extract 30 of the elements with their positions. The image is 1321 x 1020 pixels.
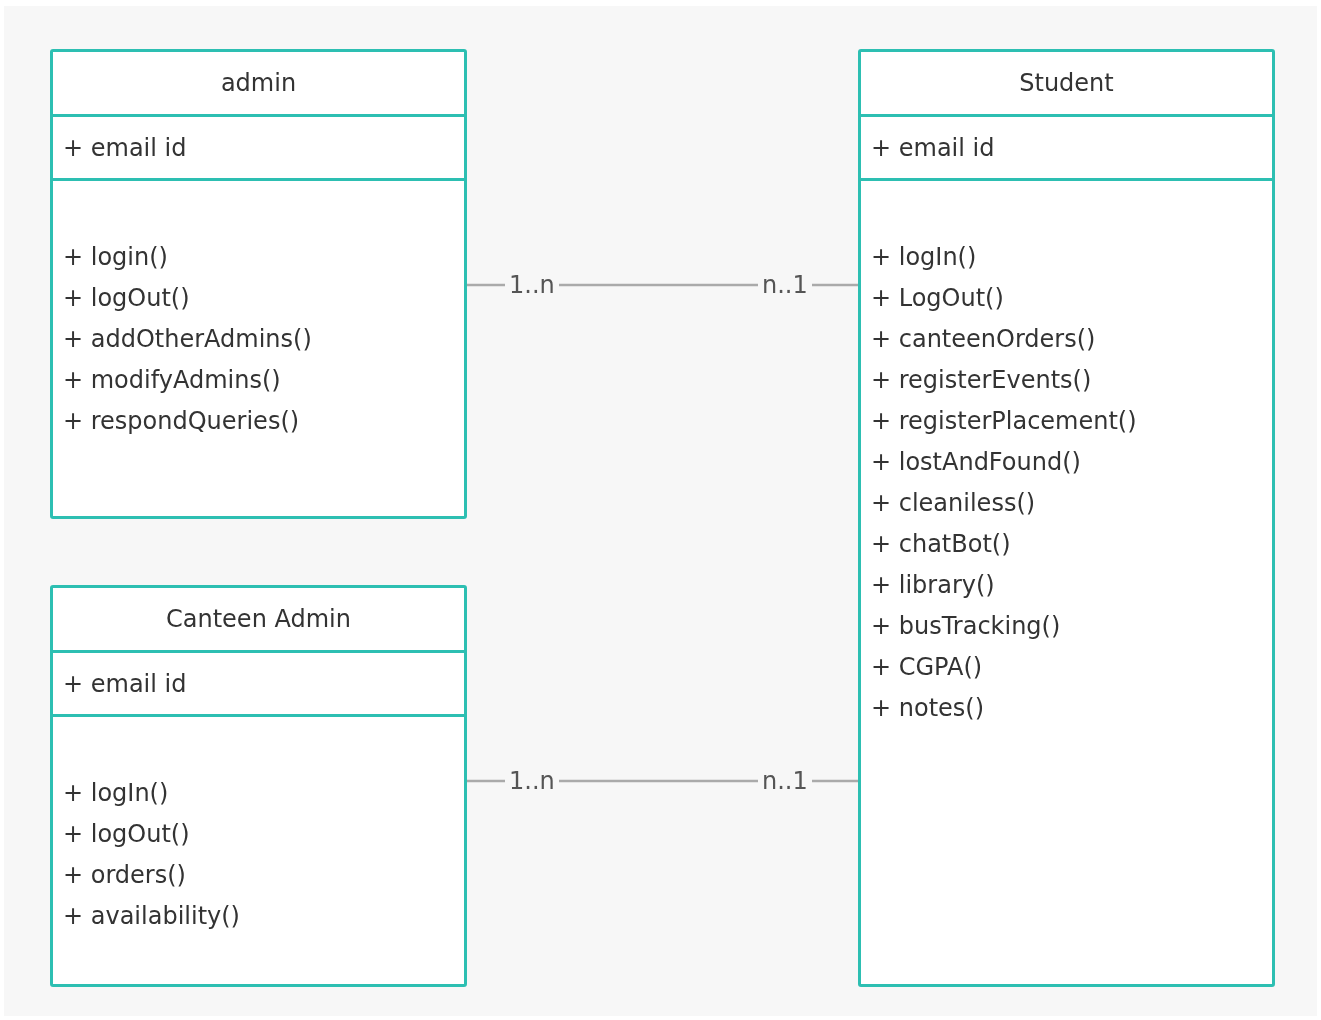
method-text: + respondQueries() bbox=[63, 406, 300, 437]
method-text: + canteenOrders() bbox=[871, 324, 1096, 355]
method-text: + busTracking() bbox=[871, 611, 1061, 642]
method-text: + orders() bbox=[63, 860, 186, 891]
class-box bbox=[50, 585, 467, 987]
class-name: admin bbox=[220, 68, 297, 98]
attribute-text: + email id bbox=[63, 668, 187, 699]
method-text: + LogOut() bbox=[871, 283, 1004, 314]
method-text: + registerEvents() bbox=[871, 365, 1092, 396]
class-name: Student bbox=[1019, 68, 1114, 98]
method-text: + library() bbox=[871, 570, 995, 601]
method-text: + chatBot() bbox=[871, 529, 1011, 560]
class-name: Canteen Admin bbox=[166, 604, 351, 634]
method-text: + login() bbox=[63, 242, 168, 273]
class-box bbox=[50, 49, 467, 519]
method-text: + addOtherAdmins() bbox=[63, 324, 312, 355]
attribute-text: + email id bbox=[63, 132, 187, 163]
method-text: + notes() bbox=[871, 693, 985, 724]
method-text: + logOut() bbox=[63, 819, 190, 850]
method-text: + logIn() bbox=[871, 242, 977, 273]
method-text: + registerPlacement() bbox=[871, 406, 1137, 437]
method-text: + logIn() bbox=[63, 778, 169, 809]
attribute-text: + email id bbox=[871, 132, 995, 163]
method-text: + CGPA() bbox=[871, 652, 983, 683]
method-text: + logOut() bbox=[63, 283, 190, 314]
method-text: + availability() bbox=[63, 901, 240, 932]
method-text: + lostAndFound() bbox=[871, 447, 1081, 478]
class-box bbox=[858, 49, 1275, 987]
method-text: + cleaniless() bbox=[871, 488, 1036, 519]
method-text: + modifyAdmins() bbox=[63, 365, 281, 396]
